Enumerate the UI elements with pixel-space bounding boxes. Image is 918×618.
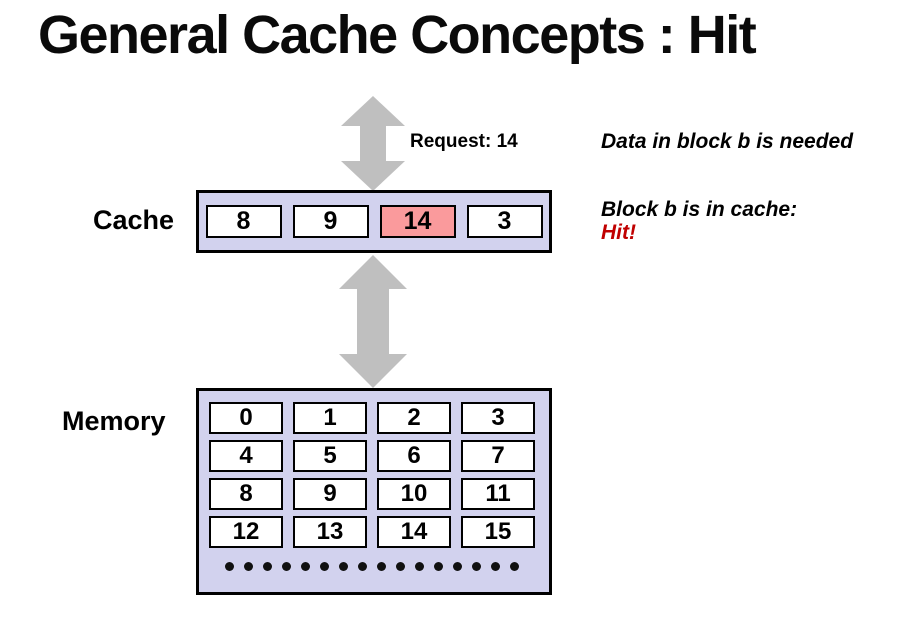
cache-cell: 8: [205, 205, 282, 238]
annotation-block-in-cache: Block b is in cache:: [601, 198, 798, 221]
memory-cell: 8: [209, 478, 283, 510]
memory-cell: 5: [293, 440, 367, 472]
ellipsis-dot: [282, 562, 291, 571]
ellipsis-dot: [434, 562, 443, 571]
ellipsis-dot: [339, 562, 348, 571]
cache-label: Cache: [93, 205, 175, 235]
ellipsis-dot: [263, 562, 272, 571]
memory-cell: 11: [461, 478, 535, 510]
ellipsis-dot: [225, 562, 234, 571]
memory-cell: 6: [377, 440, 451, 472]
slide-title: General Cache Concepts : Hit: [38, 5, 757, 65]
ellipsis-dots: [209, 562, 535, 571]
up-down-arrow-icon: [341, 96, 405, 191]
ellipsis-dot: [320, 562, 329, 571]
ellipsis-dot: [415, 562, 424, 571]
ellipsis-dot: [453, 562, 462, 571]
memory-cell: 7: [461, 440, 535, 472]
cache-cell: 3: [466, 205, 543, 238]
ellipsis-dot: [358, 562, 367, 571]
memory-label: Memory: [62, 406, 166, 436]
cache-cell: 9: [292, 205, 369, 238]
annotation-data-needed: Data in block b is needed: [601, 130, 854, 153]
memory-cell: 4: [209, 440, 283, 472]
ellipsis-dot: [244, 562, 253, 571]
ellipsis-dot: [491, 562, 500, 571]
memory-cell: 1: [293, 402, 367, 434]
memory-cell: 14: [377, 516, 451, 548]
memory-cell: 2: [377, 402, 451, 434]
memory-cell: 3: [461, 402, 535, 434]
ellipsis-dot: [472, 562, 481, 571]
annotation-hit: Hit!: [601, 221, 636, 244]
memory-cell: 0: [209, 402, 283, 434]
memory-cell: 9: [293, 478, 367, 510]
memory-cell: 12: [209, 516, 283, 548]
ellipsis-dot: [510, 562, 519, 571]
ellipsis-dot: [377, 562, 386, 571]
cache-cell-hit: 14: [379, 205, 456, 238]
ellipsis-dot: [301, 562, 310, 571]
up-down-arrow-icon: [339, 255, 407, 388]
memory-cell: 15: [461, 516, 535, 548]
ellipsis-dot: [396, 562, 405, 571]
request-label: Request: 14: [410, 131, 518, 152]
memory-cell: 13: [293, 516, 367, 548]
memory-cell: 10: [377, 478, 451, 510]
